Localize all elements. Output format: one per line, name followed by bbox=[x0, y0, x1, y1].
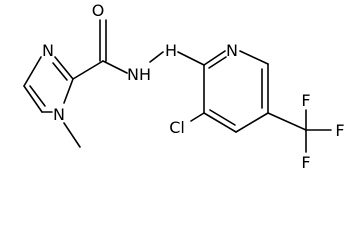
molecule-diagram: O N N NH H N Cl F F F bbox=[23, 1, 345, 172]
bond-imid-c2-n3 bbox=[54, 56, 74, 80]
bond-nh-nh bbox=[149, 51, 164, 63]
atom-f-top: F bbox=[301, 91, 310, 110]
structure-svg: O N N NH H N Cl F F F bbox=[23, 1, 345, 172]
bond-py-c4-c3 bbox=[203, 112, 237, 133]
atom-f-right: F bbox=[335, 121, 344, 140]
bond-imid-c2-n3-inner bbox=[52, 62, 68, 81]
bond-py-n1-c6 bbox=[239, 50, 269, 65]
bond-py-c2-n1 bbox=[203, 50, 226, 66]
atom-n-imidazole-top: N bbox=[42, 41, 54, 60]
bond-py-c2-n1-inner bbox=[208, 56, 227, 69]
bond-imid-c4-c5 bbox=[23, 85, 43, 113]
atom-cl: Cl bbox=[169, 118, 185, 137]
atom-nh-right: H bbox=[165, 41, 177, 60]
atom-nh-left: NH bbox=[127, 65, 151, 84]
bond-carbonyl-nh bbox=[102, 60, 128, 74]
bond-py-c5-c4 bbox=[235, 112, 269, 133]
atom-n-pyridine: N bbox=[226, 41, 238, 60]
bond-n1-methyl bbox=[63, 122, 81, 148]
bond-imid-n1-c2 bbox=[63, 78, 74, 104]
bond-imid-c4-c5-inner bbox=[29, 85, 46, 107]
bond-c3-cl bbox=[190, 112, 205, 122]
atom-o: O bbox=[92, 1, 105, 20]
atom-n-imidazole-methyl: N bbox=[53, 105, 65, 124]
bond-nh-pyridine bbox=[177, 51, 205, 66]
bond-py-c4-c3-inner bbox=[209, 109, 236, 126]
bond-c2-carbonyl bbox=[72, 60, 104, 80]
atom-f-bottom: F bbox=[301, 153, 310, 172]
bond-c5-cf3 bbox=[267, 112, 307, 131]
bond-imid-n3-c4 bbox=[23, 56, 42, 87]
